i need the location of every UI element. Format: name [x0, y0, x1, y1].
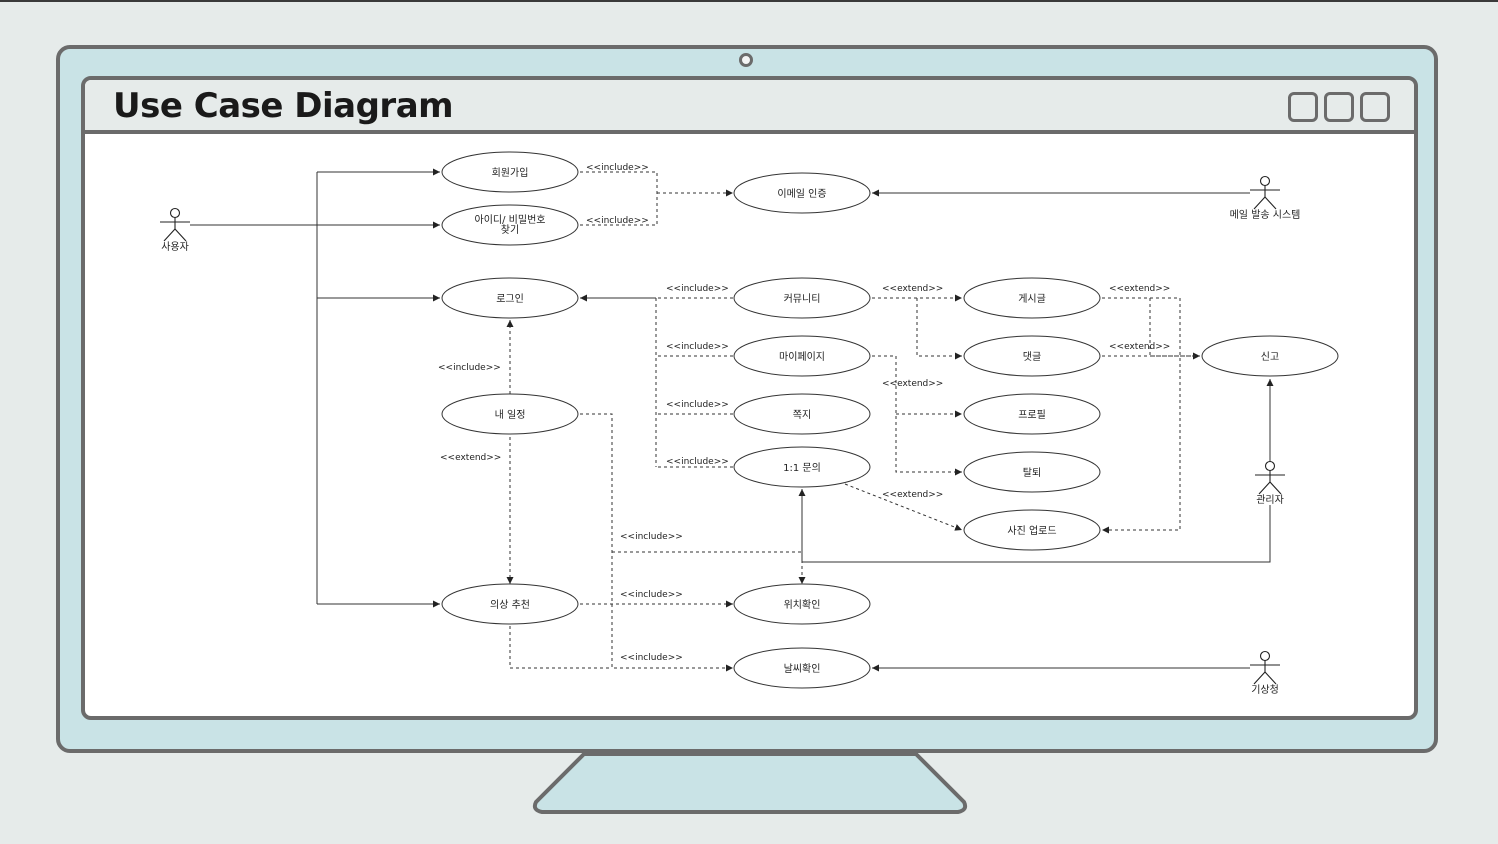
- usecase-label: 탈퇴: [1023, 466, 1041, 479]
- usecase-label: 내 일정: [495, 409, 526, 421]
- usecase-location-check[interactable]: [733, 583, 871, 625]
- usecase-comment[interactable]: [963, 335, 1101, 377]
- page-title: Use Case Diagram: [113, 86, 454, 126]
- relation-label: <<include>>: [666, 457, 729, 467]
- usecase-label: 프로필: [1018, 409, 1046, 421]
- usecase-community[interactable]: [733, 277, 871, 319]
- relation-label: <<include>>: [586, 163, 649, 173]
- webcam-icon: [739, 53, 753, 67]
- usecase-my-schedule[interactable]: [441, 393, 579, 435]
- usecase-label: 마이페이지: [779, 351, 825, 363]
- usecase-report[interactable]: [1201, 335, 1339, 377]
- usecase-label: 위치확인: [784, 598, 821, 611]
- top-border: [0, 0, 1498, 2]
- relation-label: <<extend>>: [1109, 284, 1170, 294]
- window-titlebar: Use Case Diagram: [85, 80, 1414, 134]
- window-button-icon[interactable]: [1360, 92, 1390, 122]
- relation-label: <<include>>: [666, 342, 729, 352]
- actor-label: 메일 발송 시스템: [1230, 209, 1301, 221]
- usecase-label: 쪽지: [793, 409, 811, 421]
- usecase-label: 의상 추천: [490, 599, 530, 611]
- relation-label: <<include>>: [666, 400, 729, 410]
- usecase-post[interactable]: [963, 277, 1101, 319]
- actor-label: 기상청: [1251, 684, 1279, 696]
- usecase-login[interactable]: [441, 277, 579, 319]
- relation-label: <<include>>: [620, 590, 683, 600]
- usecase-label: 로그인: [496, 293, 524, 305]
- usecase-label: 사진 업로드: [1007, 524, 1056, 537]
- relation-label: <<extend>>: [882, 379, 943, 389]
- relation-label: <<include>>: [620, 653, 683, 663]
- usecase-label: 커뮤니티: [784, 293, 821, 305]
- usecase-weather-check[interactable]: [733, 647, 871, 689]
- actor-label: 사용자: [161, 241, 189, 253]
- usecase-mypage[interactable]: [733, 335, 871, 377]
- usecase-find-account[interactable]: [441, 204, 579, 246]
- usecase-label: 이메일 인증: [777, 188, 826, 200]
- use-case-diagram: <<include>> <<include>> <<include>> <<in…: [160, 151, 1339, 696]
- usecase-photo-upload[interactable]: [963, 509, 1101, 551]
- actor-user-icon: [160, 207, 190, 242]
- usecase-label: 찾기: [501, 224, 519, 236]
- monitor-stand: [532, 752, 968, 814]
- window-controls: [1288, 92, 1390, 122]
- usecase-label: 아이디/ 비밀번호: [475, 214, 546, 226]
- usecase-label: 신고: [1261, 351, 1279, 363]
- window-button-icon[interactable]: [1288, 92, 1318, 122]
- relation-label: <<include>>: [586, 216, 649, 226]
- relation-label: <<extend>>: [882, 490, 943, 500]
- usecase-label: 게시글: [1018, 293, 1046, 305]
- usecase-profile[interactable]: [963, 393, 1101, 435]
- usecase-signup[interactable]: [441, 151, 579, 193]
- app-window: Use Case Diagram: [81, 76, 1418, 720]
- relation-label: <<include>>: [620, 532, 683, 542]
- usecase-label: 회원가입: [492, 166, 529, 179]
- actor-mail-system-icon: [1250, 175, 1280, 210]
- actor-label: 관리자: [1256, 494, 1284, 506]
- usecase-withdraw[interactable]: [963, 451, 1101, 493]
- relation-label: <<include>>: [666, 284, 729, 294]
- usecase-outfit-recommend[interactable]: [441, 583, 579, 625]
- actor-admin-icon: [1255, 460, 1285, 495]
- usecase-inquiry[interactable]: [733, 446, 871, 488]
- relation-label: <<extend>>: [882, 284, 943, 294]
- usecase-label: 날씨확인: [784, 663, 821, 675]
- window-button-icon[interactable]: [1324, 92, 1354, 122]
- usecase-note[interactable]: [733, 393, 871, 435]
- usecase-email-auth[interactable]: [733, 172, 871, 214]
- usecase-label: 댓글: [1023, 351, 1041, 363]
- usecase-label: 1:1 문의: [783, 462, 821, 474]
- actor-weather-agency-icon: [1250, 650, 1280, 685]
- relation-label: <<extend>>: [1109, 342, 1170, 352]
- relation-label: <<extend>>: [440, 453, 501, 463]
- relation-label: <<include>>: [438, 363, 501, 373]
